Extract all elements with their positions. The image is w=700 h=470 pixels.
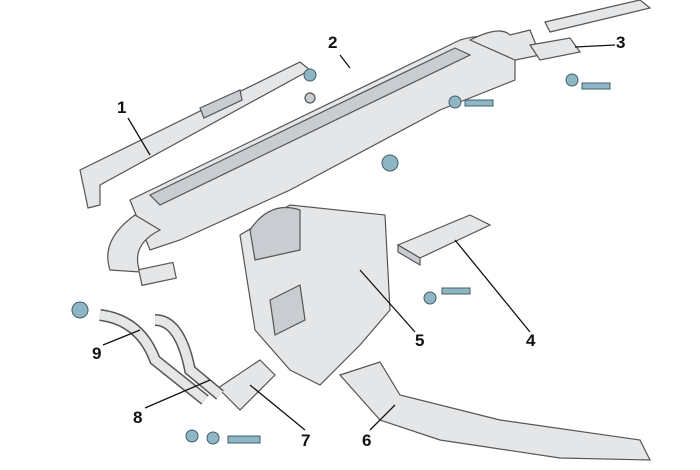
part-7-flange [217, 359, 276, 411]
part-4-filter [396, 214, 492, 267]
callout-5: 5 [415, 331, 425, 350]
callout-6: 6 [362, 431, 372, 450]
callout-4: 4 [526, 331, 536, 350]
part-6-floor-duct [338, 361, 651, 461]
part-2-air-duct [107, 29, 541, 273]
side-vent [137, 261, 177, 287]
callout-1: 1 [117, 98, 127, 117]
callout-9: 9 [92, 344, 102, 363]
part-1-bracket [79, 61, 312, 209]
part-5-heater-housing [239, 204, 391, 386]
callout-3: 3 [616, 33, 626, 52]
part-3-vent-nozzle [528, 0, 652, 61]
leader-lines [102, 44, 616, 431]
callout-7: 7 [301, 431, 311, 450]
fasteners [71, 68, 611, 445]
callout-8: 8 [133, 408, 143, 427]
callout-2: 2 [328, 33, 338, 52]
